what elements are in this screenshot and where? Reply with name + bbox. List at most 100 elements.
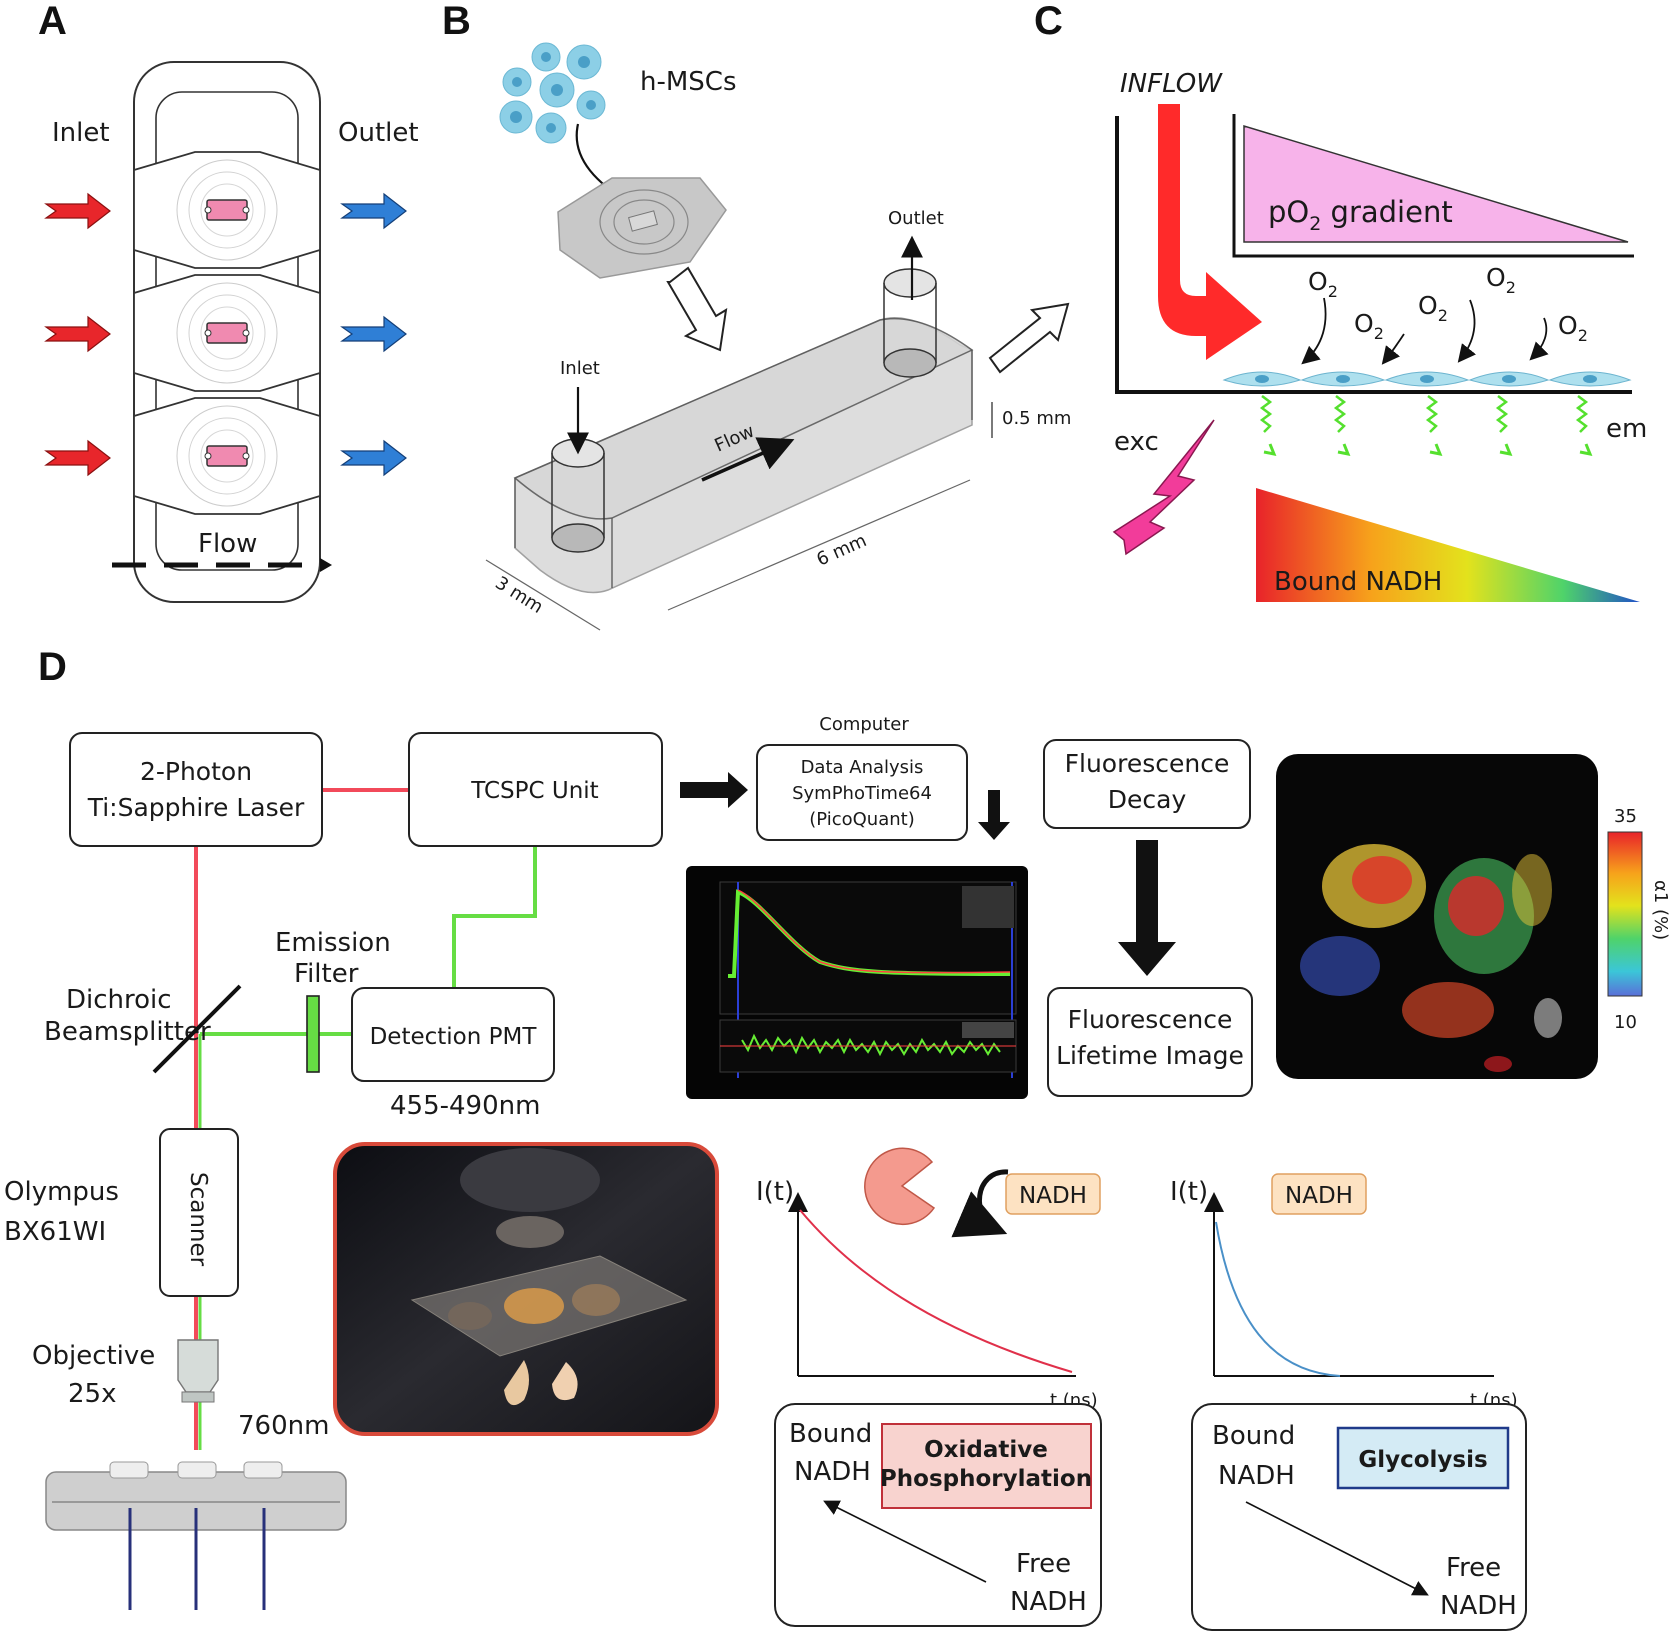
- scale-axis-label: α1 (%): [1650, 880, 1671, 940]
- pmt-signal-link: [452, 846, 537, 988]
- panel-b-length-label: 6 mm: [813, 530, 869, 570]
- culture-chamber-2: [206, 322, 248, 344]
- scope-line1: Olympus: [4, 1177, 119, 1207]
- panel-b-cells-label: h-MSCs: [640, 67, 737, 97]
- gradient-frame: [1232, 114, 1634, 258]
- alpha1-color-scale: [1607, 831, 1643, 997]
- width-dimension-line: [485, 559, 601, 631]
- fast-plot-y-label: I(t): [1170, 1177, 1208, 1207]
- flow-arrowhead-icon: [320, 558, 332, 572]
- panel-a: A Inlet Outlet: [38, 0, 419, 603]
- fast-decay-plot: [1204, 1192, 1494, 1377]
- panel-a-flow-label: Flow: [198, 529, 257, 559]
- computer-label: Computer: [819, 714, 909, 735]
- slow-plot-y-label: I(t): [756, 1177, 794, 1207]
- nadh-tag-bound: [1005, 1173, 1101, 1215]
- analysis-line2: SymPhoTime64: [792, 783, 932, 804]
- oxphos-free-line1: Free: [1016, 1549, 1071, 1579]
- panel-d: D 2-Photon Ti:Sapphire Laser TCSPC Unit …: [4, 645, 1671, 1631]
- chip-thumbnail: [557, 177, 727, 279]
- panel-c-inflow-label: INFLOW: [1120, 69, 1223, 99]
- panel-c-letter: C: [1034, 0, 1063, 43]
- inflow-arrow-icon: [1158, 104, 1262, 360]
- emission-arrows: [1259, 395, 1593, 457]
- objective-line2: 25x: [68, 1379, 116, 1409]
- o2-label: O2: [1558, 311, 1588, 345]
- panel-c: C INFLOW pO2 gradient O2 O2 O2 O2 O2: [1034, 0, 1647, 602]
- oxphos-free-line2: NADH: [1010, 1587, 1087, 1617]
- inlet-arrow-icon: [44, 315, 111, 353]
- nadh-tag-free-label: NADH: [1285, 1183, 1353, 1209]
- o2-label: O2: [1418, 291, 1448, 325]
- panel-d-letter: D: [38, 645, 67, 689]
- nadh-tag-bound-label: NADH: [1019, 1183, 1087, 1209]
- wavelength-label: 760nm: [238, 1411, 329, 1441]
- objective-lens-icon: [177, 1339, 219, 1393]
- glycolysis-bound-line1: Bound: [1212, 1421, 1295, 1451]
- slow-decay-plot: [788, 1192, 1076, 1377]
- po2-gradient-triangle: [1243, 124, 1629, 243]
- excitation-bolt-icon: [1112, 419, 1215, 556]
- computer-box: [756, 744, 968, 841]
- objective-line1: Objective: [32, 1341, 155, 1371]
- fluorescence-decay-box: [1043, 739, 1251, 829]
- tcspc-label: TCSPC Unit: [470, 778, 598, 804]
- oxphos-label-line1: Oxidative: [924, 1437, 1048, 1463]
- flim-image: [1276, 754, 1598, 1079]
- flow-direction-arrow: [701, 437, 795, 482]
- panel-b-outlet-label: Outlet: [888, 208, 944, 229]
- glycolysis-box: [1191, 1403, 1527, 1631]
- culture-chamber-1: [206, 199, 248, 221]
- lifetime-line1: Fluorescence: [1068, 1005, 1233, 1034]
- hollow-arrow-icon: [988, 302, 1070, 374]
- emission-filter-icon: [306, 995, 320, 1073]
- pmt-label: Detection PMT: [370, 1024, 538, 1050]
- panel-a-inlet-label: Inlet: [52, 118, 110, 148]
- lifetime-line2: Lifetime Image: [1056, 1041, 1244, 1070]
- panel-b-letter: B: [442, 0, 471, 43]
- cell-monolayer: [1222, 371, 1632, 387]
- hollow-arrow-icon: [666, 266, 728, 352]
- decay-fit-screenshot: [686, 866, 1028, 1099]
- chamber-3: [133, 397, 321, 515]
- panel-b-width-label: 3 mm: [491, 572, 546, 617]
- panel-b-height-label: 0.5 mm: [1002, 408, 1071, 429]
- laser-box: [69, 732, 323, 847]
- laser-label-line2: Ti:Sapphire Laser: [87, 793, 305, 822]
- o2-label: O2: [1308, 267, 1338, 301]
- outlet-arrow-icon: [340, 315, 407, 353]
- analysis-line1: Data Analysis: [801, 757, 924, 778]
- oxphos-label-line2: Phosphorylation: [880, 1466, 1092, 1492]
- cell-cluster: [499, 42, 606, 144]
- nadh-tag-free: [1271, 1173, 1367, 1215]
- bound-nadh-gradient: [1256, 488, 1640, 602]
- glycolysis-free-line1: Free: [1446, 1553, 1501, 1583]
- outlet-arrows: [340, 192, 407, 477]
- exc-label: exc: [1114, 427, 1159, 457]
- setup-photo: [333, 1142, 719, 1436]
- binding-arrow: [951, 1169, 1009, 1238]
- data-arrow-icon: [680, 772, 748, 808]
- chamber-2: [133, 274, 321, 392]
- chamber-1: [133, 151, 321, 269]
- pmt-range-label: 455-490nm: [390, 1091, 540, 1121]
- outlet-arrow-icon: [340, 192, 407, 230]
- o2-label: O2: [1354, 309, 1384, 343]
- pmt-box: [351, 987, 555, 1082]
- scale-max-label: 35: [1614, 806, 1637, 827]
- length-dimension-line: [667, 479, 971, 611]
- dichroic-line1: Dichroic: [66, 985, 172, 1015]
- chamber-3d: [513, 268, 974, 594]
- emission-filter-line2: Filter: [294, 959, 359, 989]
- tcspc-box: [408, 732, 663, 847]
- oxphos-bound-line1: Bound: [789, 1419, 872, 1449]
- o2-label: O2: [1486, 263, 1516, 297]
- emission-filter-line1: Emission: [275, 928, 391, 958]
- bound-nadh-label: Bound NADH: [1274, 567, 1442, 597]
- scanner-label: Scanner: [185, 1172, 211, 1267]
- panel-b: B h-MSCs: [442, 0, 1071, 631]
- decay-line2: Decay: [1108, 785, 1187, 814]
- chip-platform: [45, 1461, 347, 1610]
- analysis-line3: (PicoQuant): [809, 809, 915, 830]
